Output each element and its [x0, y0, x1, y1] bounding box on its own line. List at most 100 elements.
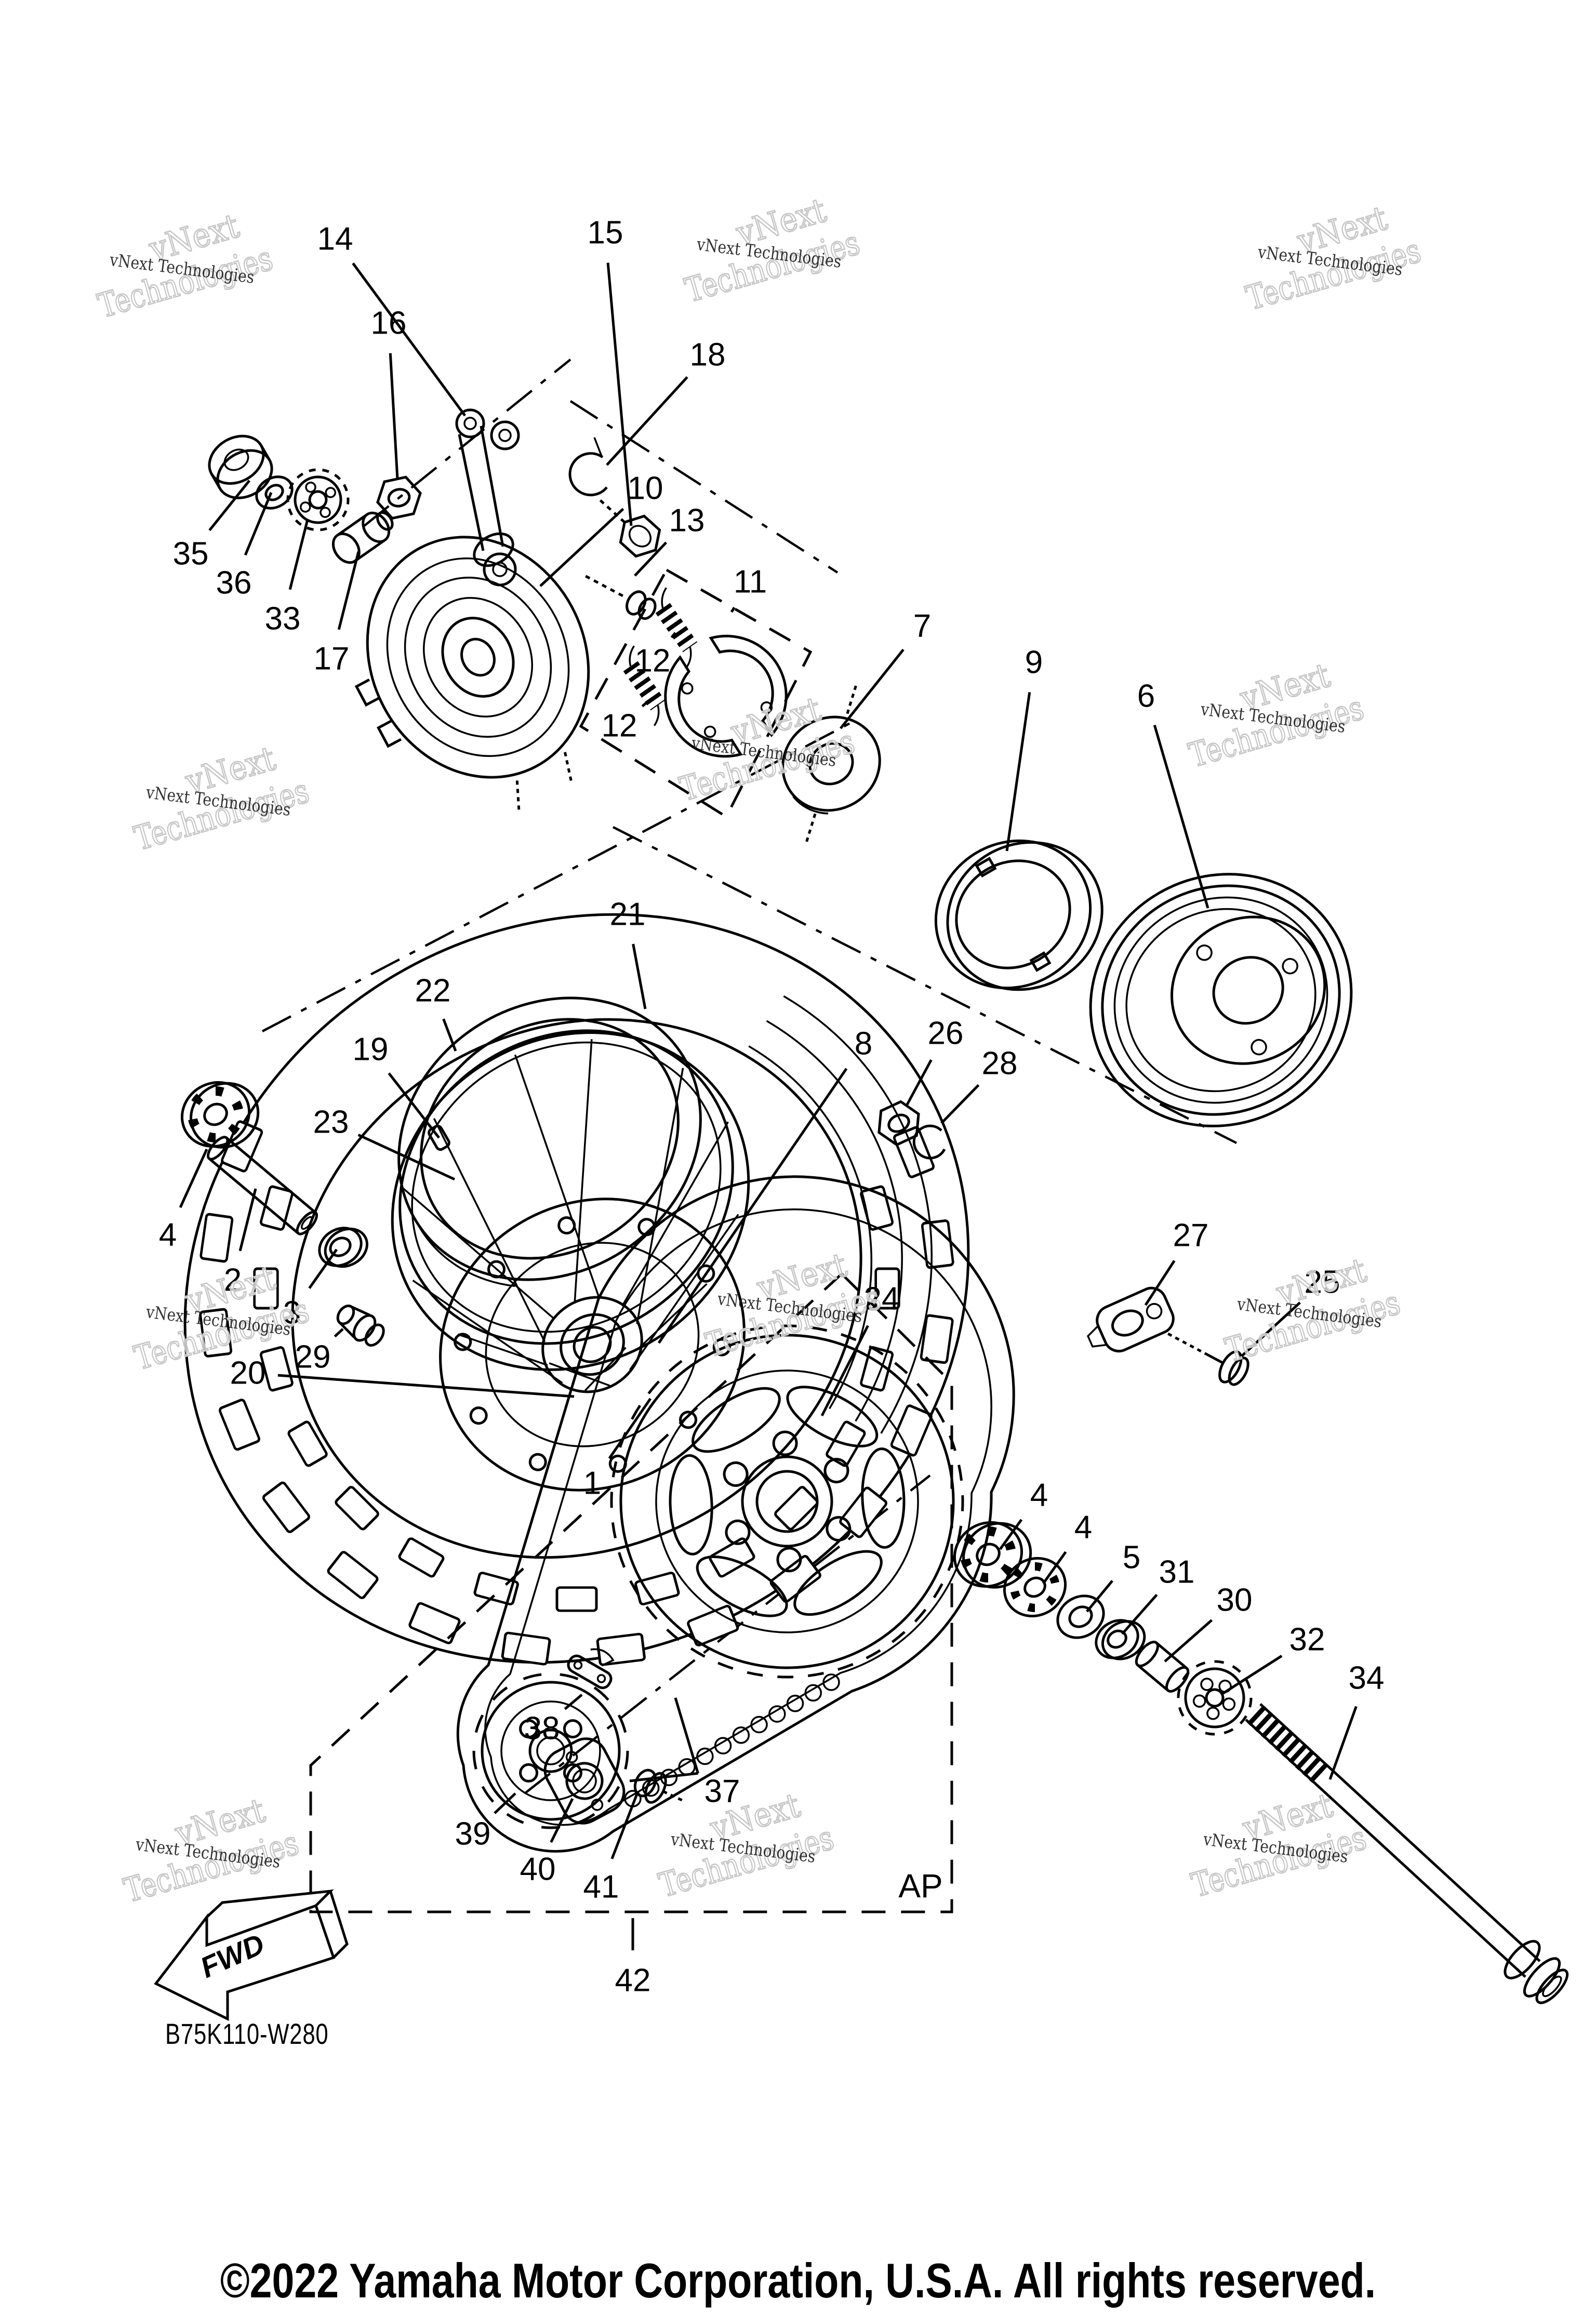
leader-line [632, 943, 647, 1009]
seal-ring-9 [934, 839, 1103, 991]
front-sprocket [472, 1672, 629, 1829]
washer-5 [1056, 1594, 1105, 1639]
leader-line [334, 1328, 344, 1338]
callout-41: 41 [583, 1869, 619, 1905]
drawing-code: B75K110-W280 [165, 2017, 329, 2050]
callout-18: 18 [690, 337, 726, 373]
fwd-arrow: FWD [154, 1889, 349, 2022]
callout-36: 36 [216, 565, 252, 601]
callout-11: 11 [734, 564, 767, 600]
callout-23: 23 [313, 1105, 349, 1140]
leader-line [1042, 1551, 1067, 1585]
ap-group-box [309, 1272, 953, 1913]
chain-puller-27 [1086, 1286, 1175, 1353]
callout-25: 25 [1305, 1265, 1340, 1300]
shoe-spring [623, 645, 666, 726]
callout-4: 4 [1030, 1478, 1048, 1513]
leader-line [999, 1519, 1023, 1550]
leader-line [1328, 1706, 1358, 1780]
leader-line [564, 1694, 583, 1710]
chain-links [624, 1673, 840, 1807]
cam-collar-17 [331, 511, 394, 564]
callout-35: 35 [173, 536, 209, 572]
spokes [402, 1039, 739, 1391]
callout-37: 37 [704, 1774, 740, 1810]
leader-line [730, 606, 736, 613]
callout-22: 22 [415, 973, 451, 1009]
callout-10: 10 [628, 471, 663, 507]
callout-30: 30 [1217, 1582, 1253, 1618]
lock-washer-36 [255, 475, 294, 510]
leader-line [606, 376, 688, 466]
leader-line [1121, 1593, 1158, 1635]
leader-line [820, 1325, 869, 1417]
callout-20: 20 [230, 1355, 266, 1391]
inner-tube [398, 1029, 734, 1345]
leader-line [674, 1697, 699, 1774]
leader-line [1144, 1260, 1176, 1306]
lock-washer-28 [912, 1124, 946, 1160]
leader-line [288, 519, 309, 590]
leader-line [905, 1059, 933, 1107]
bearing-4c [1003, 1557, 1067, 1618]
copyright-line: ©2022 Yamaha Motor Corporation, U.S.A. A… [220, 2253, 1376, 2308]
callout-38: 38 [524, 1711, 560, 1747]
washer-3 [318, 1227, 368, 1268]
callout-4: 4 [1074, 1510, 1092, 1546]
callout-7: 7 [913, 608, 931, 644]
axle-34 [1245, 1703, 1569, 2004]
cam-plate-7 [781, 684, 881, 844]
tube-valve [428, 1124, 450, 1151]
leader-line [308, 1248, 338, 1289]
leader-line [634, 541, 668, 577]
adjuster-bolt-15 [596, 497, 661, 558]
callout-32: 32 [1289, 1622, 1325, 1658]
callout-34: 34 [1349, 1660, 1385, 1696]
callout-4: 4 [159, 1217, 177, 1253]
leader-line [670, 632, 676, 639]
leader-line [179, 1148, 208, 1208]
tire [183, 913, 970, 1666]
callout-14: 14 [317, 221, 353, 257]
callout-12: 12 [602, 708, 637, 744]
bearing-4b [953, 1521, 1032, 1589]
callout-31: 31 [1159, 1554, 1195, 1590]
callout-21: 21 [610, 897, 646, 933]
callout-1: 1 [583, 1466, 601, 1501]
leader-line [388, 1072, 440, 1139]
callout-2: 2 [224, 1262, 242, 1298]
chain-joint [567, 1648, 615, 1690]
washer-31 [1095, 1619, 1146, 1660]
leader-line [244, 492, 273, 556]
drive-chain [456, 1175, 1015, 1853]
callout-42: 42 [615, 1963, 651, 1999]
leader-line [1086, 1580, 1113, 1613]
tone-sprocket-33 [286, 468, 350, 531]
lever-nut-16 [376, 475, 422, 520]
leader-line [641, 701, 648, 708]
hub-flange-holes [454, 1216, 731, 1473]
leader-line [629, 1772, 698, 1783]
leader-line [657, 1068, 848, 1344]
callout-26: 26 [928, 1016, 964, 1052]
sprocket-holder-plate [543, 1737, 626, 1825]
leader-line [940, 1084, 980, 1124]
leader-line [1164, 1619, 1213, 1663]
callout-28: 28 [982, 1046, 1018, 1082]
leader-line [357, 1134, 456, 1181]
leader-line [1240, 1301, 1301, 1358]
callout-29: 29 [295, 1339, 331, 1375]
